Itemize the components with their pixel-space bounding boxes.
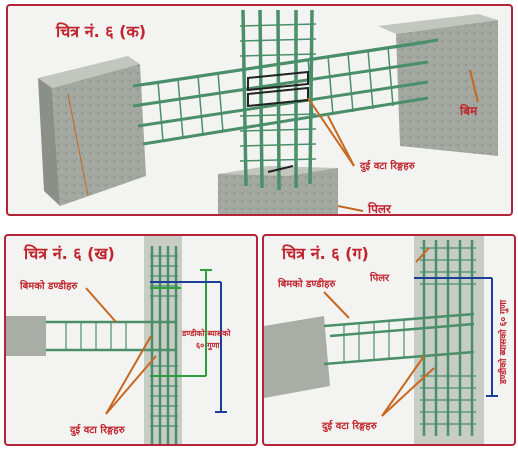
panel-title: चित्र नं. ६ (ख) — [24, 244, 115, 263]
beam-rebar-cage — [132, 38, 439, 146]
blue-dimension — [150, 281, 227, 413]
beam-column-3d-illustration — [38, 9, 498, 214]
panel-6ka: चित्र नं. ६ (क) बिम दुई वटा रिङ्गहरु पिल… — [6, 4, 513, 216]
beam-column-elevation — [6, 236, 227, 444]
beam-column-perspective — [264, 236, 498, 444]
panel-6ga: चित्र नं. ६ (ग) बिमको डण्डीहरु पिलर डण्ड… — [262, 234, 516, 446]
label-two-rings: दुई वटा रिङ्गहरु — [360, 161, 415, 172]
beam-stirrups — [157, 46, 394, 142]
blue-dimension — [414, 277, 498, 397]
label-two-rings: दुई वटा रिङ्गहरु — [70, 425, 125, 436]
beam-stirrups — [343, 320, 405, 362]
beam-rebars — [323, 312, 475, 366]
label-diameter: डण्डीको ब्यासको — [182, 329, 231, 338]
pointer-arrows — [323, 247, 435, 417]
beam-concrete — [6, 316, 46, 356]
pillar-ties — [239, 23, 317, 162]
pointer-arrows — [85, 287, 157, 415]
left-beam-front — [52, 64, 146, 206]
pillar-rebars — [422, 240, 474, 436]
beam-dimension — [67, 93, 89, 197]
pillar-base — [218, 168, 338, 214]
panel-title: चित्र नं. ६ (ग) — [282, 244, 369, 263]
pillar-ties — [420, 247, 476, 425]
green-dimension — [150, 269, 212, 377]
label-times: ६० गुणा — [196, 341, 220, 350]
label-beam: बिम — [460, 104, 478, 118]
label-beam-rods: बिमको डण्डीहरु — [20, 281, 78, 292]
label-pillar: पिलर — [368, 202, 391, 216]
right-beam-front — [396, 20, 498, 156]
left-beam-top — [38, 56, 140, 88]
panel-6kha: चित्र नं. ६ (ख) बिमको डण्डीहरु डण्डीको ब… — [4, 234, 258, 446]
left-beam-side — [38, 78, 60, 206]
label-two-rings: दुई वटा रिङ्गहरु — [322, 421, 377, 432]
label-beam-rods: बिमको डण्डीहरु — [278, 279, 336, 290]
beam-stirrups — [65, 322, 127, 350]
label-vertical-dimension: डण्डीको ब्यासको ६० गुणा — [499, 299, 509, 384]
pillar-rebars — [150, 246, 178, 444]
label-pillar: पिलर — [370, 273, 390, 284]
panel-title: चित्र नं. ६ (क) — [56, 22, 147, 41]
right-beam-top — [378, 14, 498, 34]
beam-concrete — [264, 316, 330, 398]
joint-rings — [247, 70, 309, 173]
ring-arrows — [307, 69, 479, 212]
